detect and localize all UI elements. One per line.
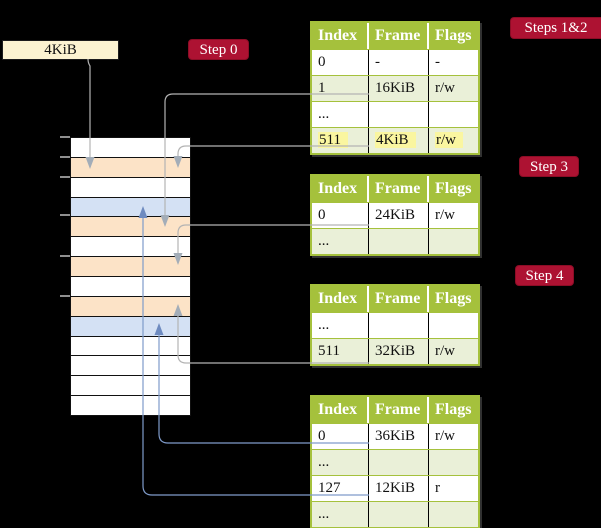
index-cell: ... — [312, 450, 369, 475]
column-header: Flags — [435, 401, 472, 418]
index-cell: 0 — [312, 203, 369, 228]
step-3-badge: Step 3 — [519, 156, 579, 177]
flags-cell — [429, 313, 478, 338]
table-row: 0 - - — [312, 49, 478, 75]
frame-cell — [369, 450, 429, 475]
flags-cell: r/w — [435, 80, 455, 96]
table-row: 511 32KiB r/w — [312, 338, 478, 364]
index-cell: ... — [312, 502, 369, 527]
memory-tick — [60, 295, 70, 297]
flags-cell — [429, 229, 478, 254]
highlight-mark: 4KiB — [375, 132, 416, 148]
frame-cell — [369, 313, 429, 338]
frame-cell: 4KiB — [369, 128, 429, 153]
table-row: 127 12KiB r — [312, 475, 478, 501]
column-header: Index — [312, 176, 369, 202]
index-cell: ... — [312, 229, 369, 254]
table-header-row: Index Frame Flags — [312, 176, 478, 202]
index-cell: ... — [312, 313, 369, 338]
memory-row — [71, 295, 190, 316]
memory-row — [71, 176, 190, 197]
column-header: Flags — [435, 27, 472, 44]
index-cell: 1 — [312, 76, 369, 101]
frame-cell: 12KiB — [369, 476, 429, 501]
highlight-mark: 511 — [318, 132, 348, 148]
column-header: Index — [312, 23, 369, 49]
flags-cell: r/w — [435, 343, 455, 359]
memory-tick — [60, 136, 70, 138]
memory-row — [71, 315, 190, 336]
frame-cell: 16KiB — [369, 76, 429, 101]
page-table-step-4: Index Frame Flags ... 511 32KiB r/w — [310, 284, 480, 366]
table-row: ... — [312, 449, 478, 475]
step-0-badge: Step 0 — [188, 39, 249, 60]
flags-cell: r/w — [429, 128, 478, 153]
memory-row — [71, 276, 190, 296]
frame-cell: 24KiB — [369, 203, 429, 228]
column-header: Index — [312, 397, 369, 423]
flags-cell: - — [435, 54, 440, 70]
table-header-row: Index Frame Flags — [312, 23, 478, 49]
frame-cell — [369, 229, 429, 254]
frame-cell — [369, 502, 429, 527]
column-header: Frame — [369, 176, 429, 202]
table-row-highlighted: 511 4KiB r/w — [312, 127, 478, 153]
memory-tick — [60, 255, 70, 257]
memory-tick — [60, 156, 70, 158]
memory-row — [71, 196, 190, 217]
memory-row — [71, 156, 190, 177]
index-cell: 511 — [312, 128, 369, 153]
index-cell: 0 — [312, 50, 369, 75]
index-cell: 127 — [312, 476, 369, 501]
step-4-badge: Step 4 — [515, 265, 574, 286]
table-row: 1 16KiB r/w — [312, 75, 478, 101]
index-cell: 511 — [312, 339, 369, 364]
memory-tick — [60, 176, 70, 178]
flags-cell: r/w — [435, 207, 455, 223]
frame-cell: 36KiB — [369, 424, 429, 449]
highlight-mark: r/w — [435, 132, 463, 148]
steps-1-2-badge: Steps 1&2 — [510, 17, 601, 39]
memory-tick — [60, 214, 70, 216]
flags-cell — [429, 502, 478, 527]
physical-memory-column — [70, 137, 191, 416]
table-row: 0 24KiB r/w — [312, 202, 478, 228]
column-header: Frame — [369, 23, 429, 49]
flags-cell — [429, 102, 478, 127]
memory-row — [71, 375, 190, 396]
table-row: ... — [312, 101, 478, 127]
memory-row — [71, 355, 190, 376]
memory-row — [71, 216, 190, 237]
table-header-row: Index Frame Flags — [312, 286, 478, 312]
table-row: 0 36KiB r/w — [312, 423, 478, 449]
memory-row — [71, 138, 190, 157]
memory-row — [71, 335, 190, 356]
page-table-step-3: Index Frame Flags 0 24KiB r/w ... — [310, 174, 480, 256]
column-header: Flags — [435, 180, 472, 197]
flags-cell: r — [435, 480, 440, 496]
column-header: Flags — [435, 290, 472, 307]
column-header: Index — [312, 286, 369, 312]
frame-cell: 32KiB — [369, 339, 429, 364]
column-header: Frame — [369, 397, 429, 423]
table-row: ... — [312, 228, 478, 254]
page-table-leaf: Index Frame Flags 0 36KiB r/w ... 127 12… — [310, 395, 480, 528]
flags-cell: r/w — [435, 428, 455, 444]
table-row: ... — [312, 312, 478, 338]
table-header-row: Index Frame Flags — [312, 397, 478, 423]
memory-row — [71, 256, 190, 277]
flags-cell — [429, 450, 478, 475]
index-cell: ... — [312, 102, 369, 127]
column-header: Frame — [369, 286, 429, 312]
frame-cell — [369, 102, 429, 127]
frame-cell: - — [369, 50, 429, 75]
page-size-label: 4KiB — [2, 40, 119, 60]
index-cell: 0 — [312, 424, 369, 449]
table-row: ... — [312, 501, 478, 527]
memory-row — [71, 236, 190, 257]
memory-row — [71, 395, 190, 416]
page-table-steps-1-2: Index Frame Flags 0 - - 1 16KiB r/w ... … — [310, 21, 480, 155]
